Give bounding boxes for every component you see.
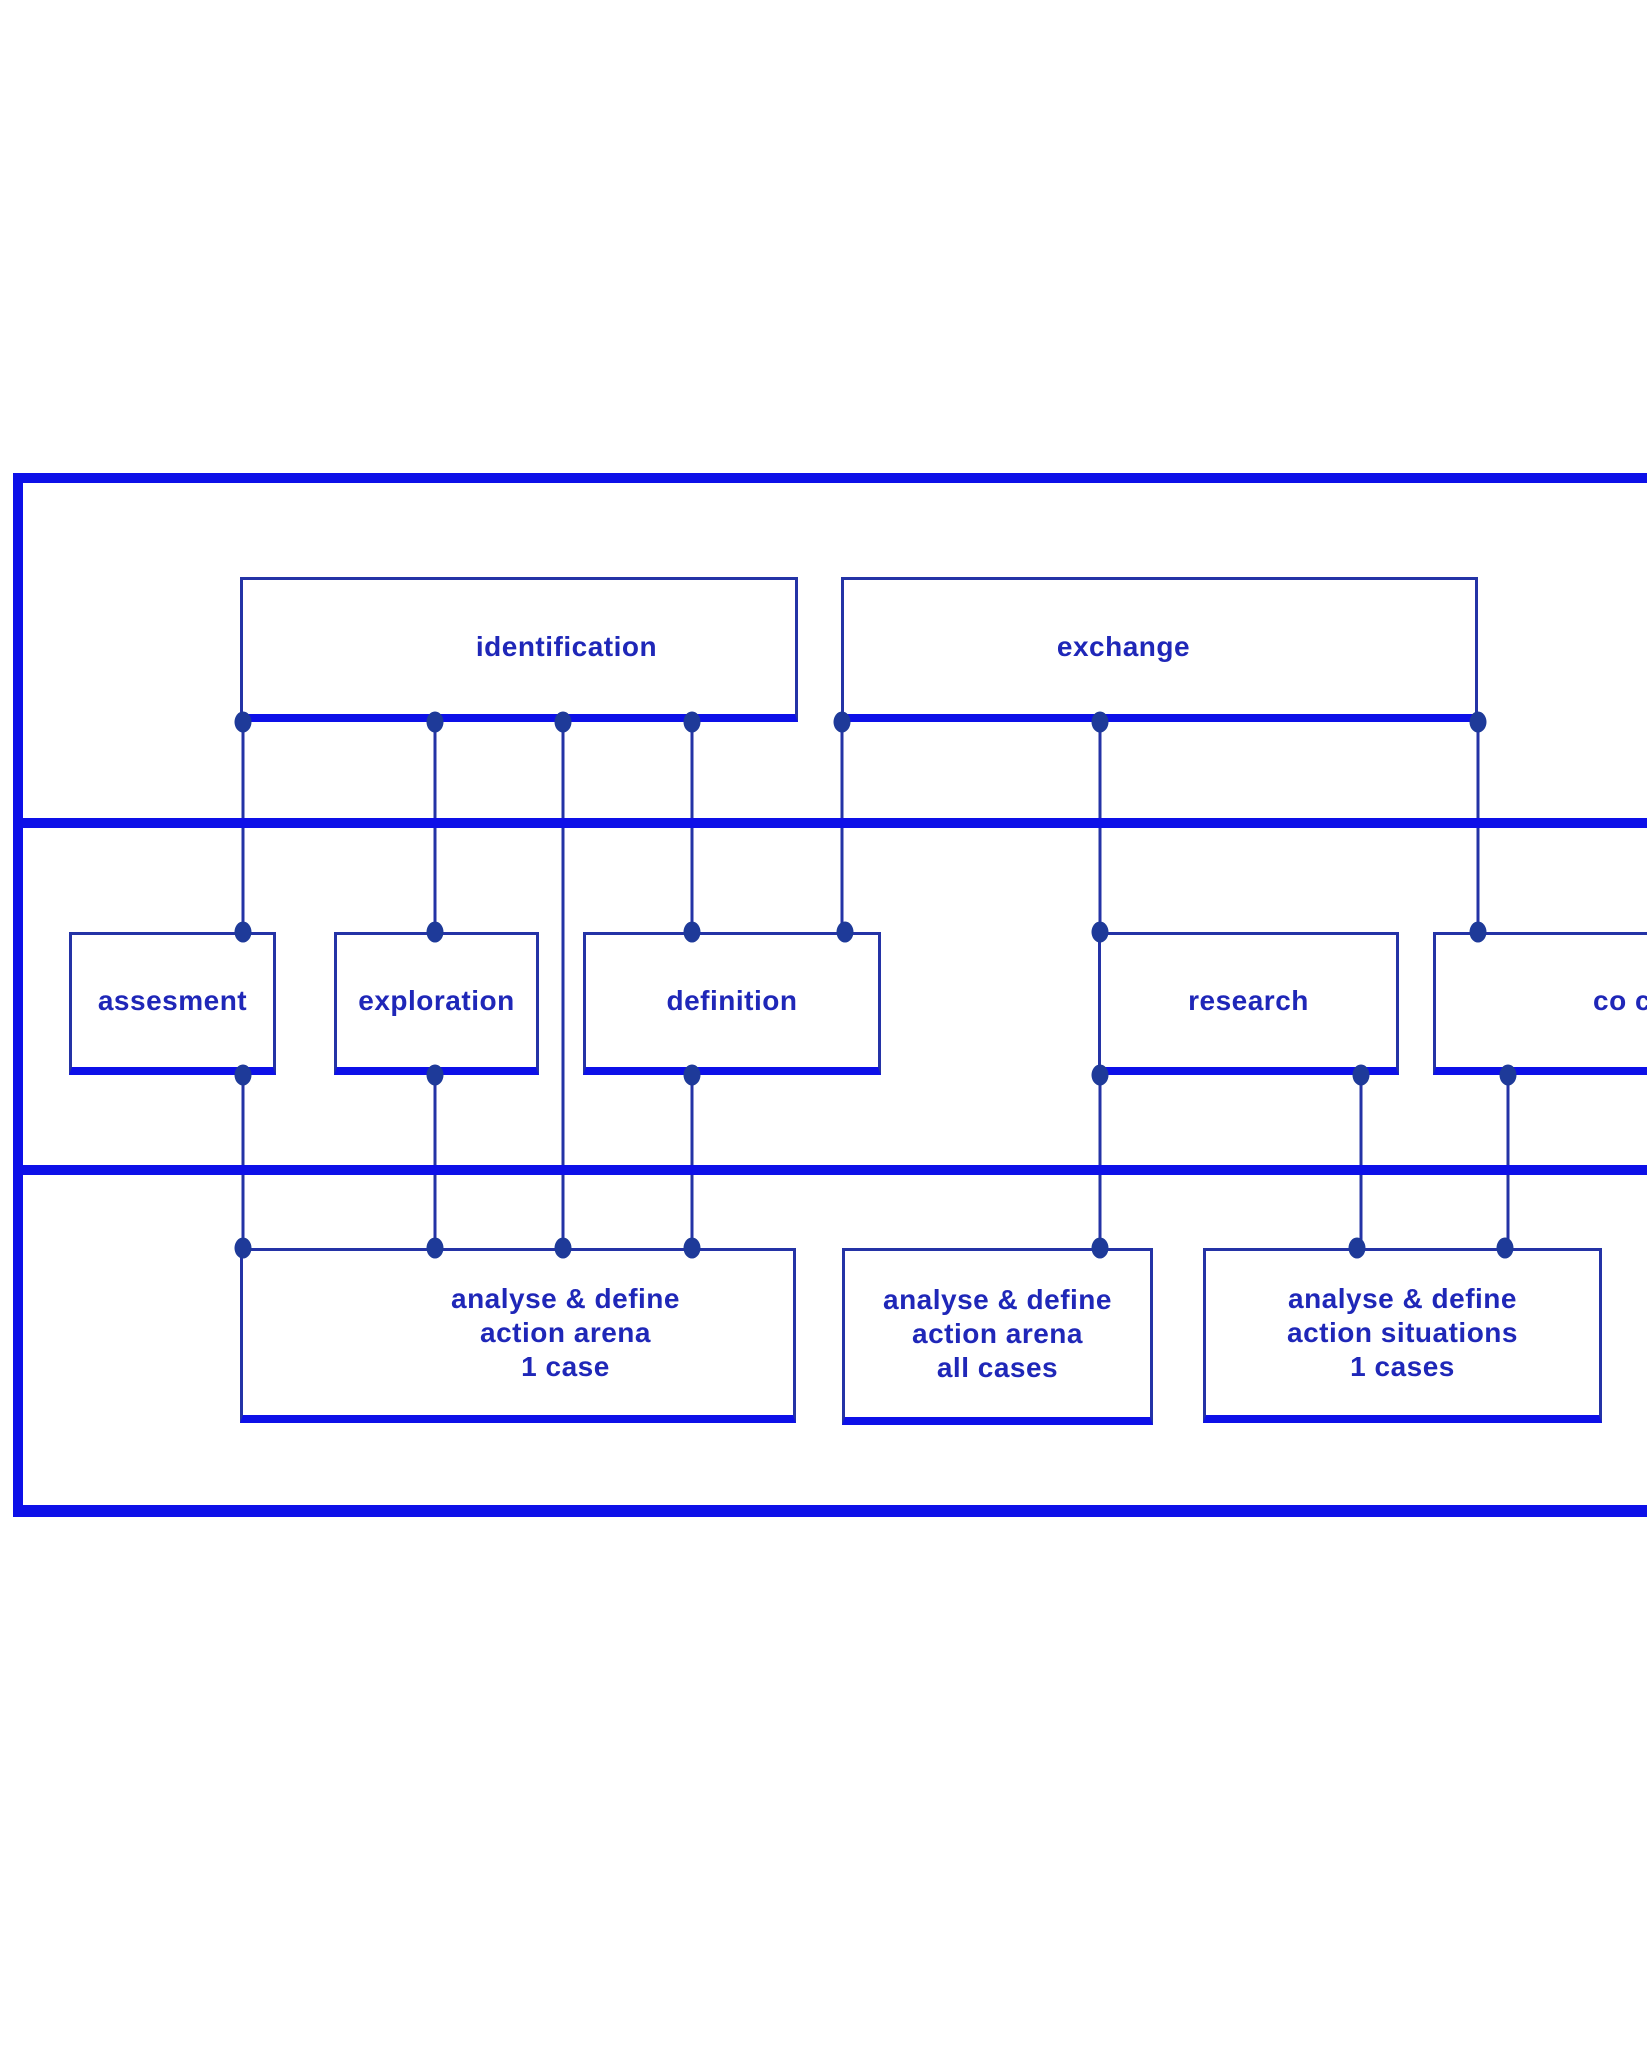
exchange-label: exchange [1056,631,1191,662]
box-label-line: action arena [912,1318,1083,1349]
action-situations-1-cases-box: analyse & define action situations 1 cas… [1203,1248,1602,1423]
connector-dot [836,921,854,943]
exploration-label: exploration [358,985,515,1016]
box-label-line: analyse & define [1288,1283,1517,1314]
identification-label: identification [475,631,658,662]
connector-dot [234,711,252,733]
action-situations-1-cases-text: analyse & define action situations 1 cas… [1287,1282,1518,1384]
assesment-box: assesment [69,932,276,1075]
connector-dot [554,711,572,733]
connector-dot [1091,921,1109,943]
box-label-line: analyse & define [883,1284,1112,1315]
box-label-line: action situations [1287,1317,1518,1348]
connector-dot [554,1237,572,1259]
identification-box: identification [240,577,798,722]
connector-line [690,1075,694,1248]
connector-dot [426,1237,444,1259]
action-arena-all-cases-box: analyse & define action arena all cases [842,1248,1153,1425]
connector-dot [1469,711,1487,733]
connector-dot [683,1237,701,1259]
band-divider-1 [13,818,1647,828]
frame-top-border [13,473,1647,483]
connector-dot [1496,1237,1514,1259]
connector-line [1506,1075,1510,1248]
connector-dot [1091,1064,1109,1086]
connector-dot [234,921,252,943]
connector-line [433,1075,437,1248]
box-label-line: all cases [936,1352,1059,1383]
action-arena-1-case-text: analyse & define action arena 1 case [451,1282,680,1384]
connector-dot [1348,1237,1366,1259]
co-creation-label: co creation [1593,985,1647,1016]
co-creation-box: co creation [1433,932,1647,1075]
connector-dot [234,1064,252,1086]
connector-dot [426,1064,444,1086]
connector-dot [683,1064,701,1086]
connector-dot [1091,1237,1109,1259]
research-label: research [1188,985,1309,1016]
connector-dot [1499,1064,1517,1086]
frame-bottom-border [13,1505,1647,1517]
connector-dot [1469,921,1487,943]
connector-line [1359,1075,1363,1248]
definition-label: definition [666,985,798,1016]
connector-dot [234,1237,252,1259]
connector-line [1098,1075,1102,1248]
research-box: research [1098,932,1399,1075]
frame-left-border [13,473,23,1517]
connector-dot [426,711,444,733]
connector-line [241,1075,245,1248]
band-divider-2 [13,1165,1647,1175]
box-label-line: action arena [480,1317,651,1348]
connector-dot [683,921,701,943]
box-label-line: analyse & define [451,1283,680,1314]
definition-box: definition [583,932,881,1075]
connector-dot [1091,711,1109,733]
box-label-line: 1 case [521,1351,610,1382]
connector-dot [833,711,851,733]
exploration-box: exploration [334,932,539,1075]
connector-dot [426,921,444,943]
exchange-box: exchange [841,577,1478,722]
box-label-line: 1 cases [1350,1351,1455,1382]
connector-dot [683,711,701,733]
connector-line [561,722,565,1248]
action-arena-1-case-box: analyse & define action arena 1 case [240,1248,796,1423]
action-arena-all-cases-text: analyse & define action arena all cases [883,1283,1112,1385]
connector-dot [1352,1064,1370,1086]
assesment-label: assesment [97,985,248,1016]
